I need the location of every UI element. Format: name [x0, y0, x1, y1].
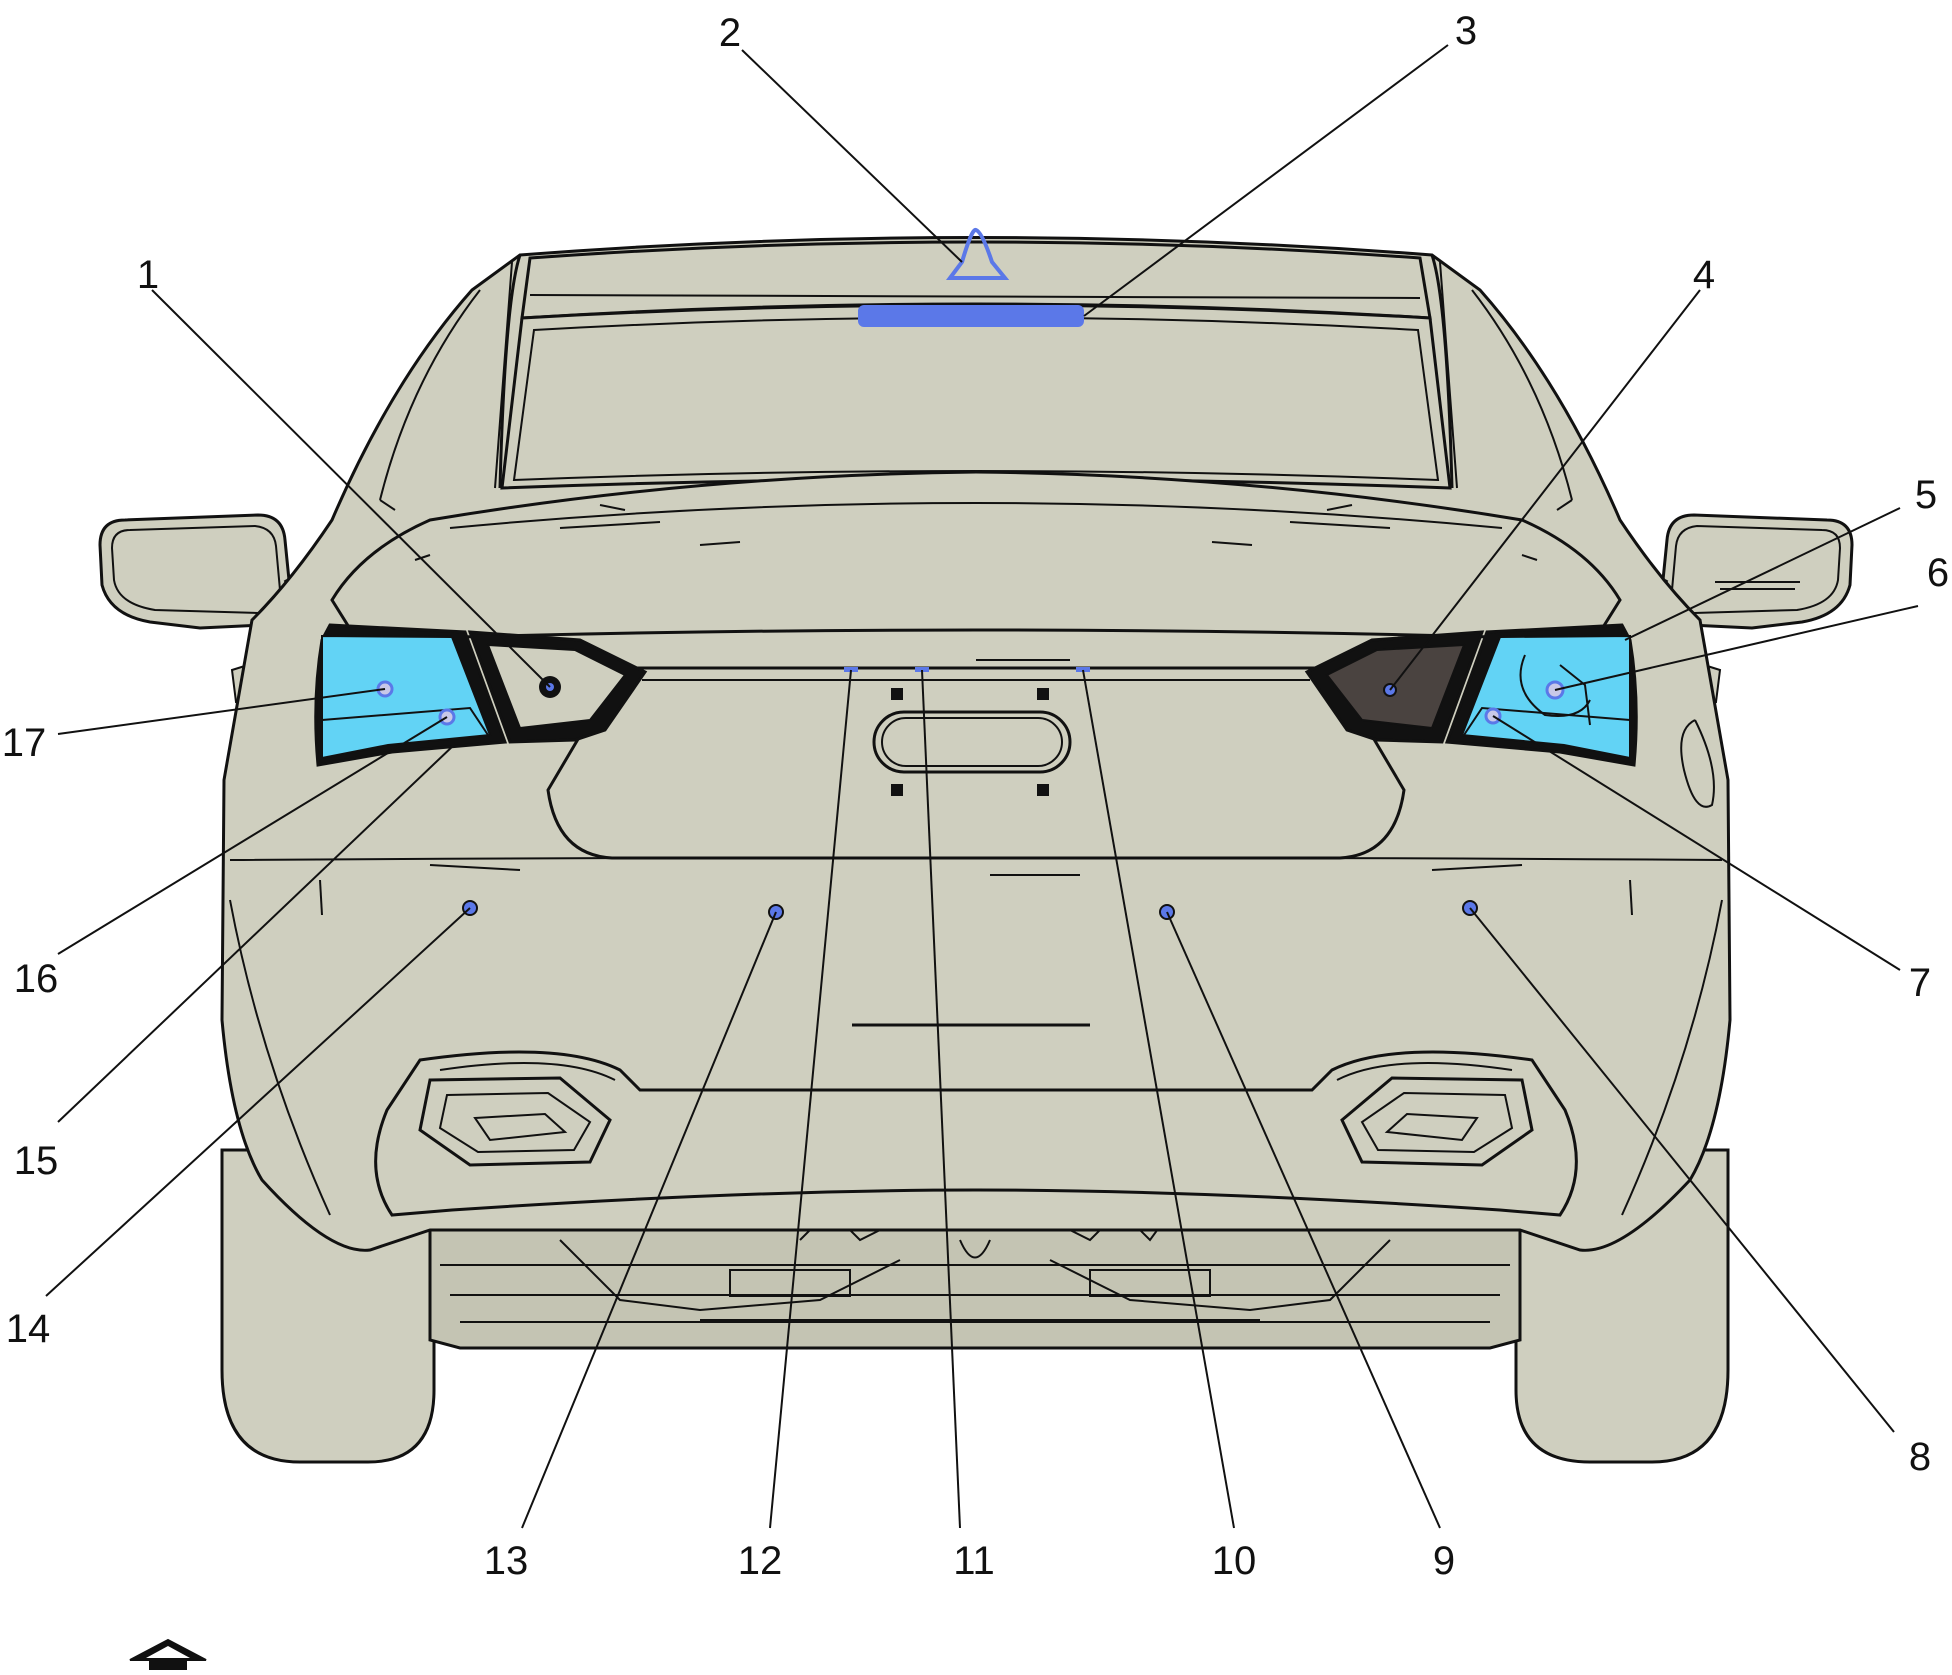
- leader-7: [1492, 715, 1901, 971]
- leader-8: [1469, 907, 1895, 1433]
- component-2-marker: [946, 227, 1010, 280]
- leader-9: [1166, 911, 1441, 1529]
- rear-glass: [500, 303, 1452, 490]
- leader-14: [45, 907, 471, 1297]
- quarter-panel-lines: [229, 499, 1723, 1216]
- tail-lamps: [314, 623, 1638, 767]
- callout-17: 17: [2, 721, 47, 765]
- callout-7: 7: [1909, 961, 1931, 1005]
- license-plate-area: [872, 688, 1072, 796]
- leader-5: [1624, 507, 1901, 641]
- component-3-marker: [858, 305, 1084, 327]
- exhaust-outlets: [418, 1076, 1534, 1167]
- callout-4: 4: [1693, 253, 1715, 297]
- callout-14: 14: [6, 1307, 51, 1351]
- right-exhaust: [1340, 1076, 1534, 1167]
- callout-15: 15: [14, 1139, 59, 1183]
- component-12-marker: [844, 667, 858, 672]
- component-11-marker: [915, 667, 929, 672]
- callout-2: 2: [719, 11, 741, 55]
- leader-17: [57, 688, 386, 735]
- leader-2: [741, 49, 963, 263]
- callout-5: 5: [1915, 473, 1937, 517]
- underbody-frame: [428, 1228, 1522, 1350]
- rear-window: [379, 240, 1573, 501]
- leader-4: [1389, 289, 1701, 691]
- leader-13: [521, 911, 777, 1529]
- callout-12: 12: [738, 1539, 783, 1583]
- left-exhaust: [418, 1076, 612, 1167]
- leader-15: [57, 743, 456, 1123]
- trunk-lid: [330, 470, 1622, 860]
- leader-lines: [45, 44, 1919, 1529]
- callout-11: 11: [953, 1539, 995, 1583]
- leader-12: [769, 669, 852, 1529]
- callout-16: 16: [14, 957, 59, 1001]
- front-arrow-icon: [129, 1638, 207, 1671]
- callout-9: 9: [1433, 1539, 1455, 1583]
- callout-8: 8: [1909, 1435, 1931, 1479]
- callout-3: 3: [1455, 9, 1477, 53]
- leader-6: [1554, 605, 1919, 691]
- leader-3: [1083, 44, 1449, 317]
- callout-6: 6: [1927, 551, 1949, 595]
- component-10-marker: [1076, 667, 1090, 672]
- leader-16: [57, 716, 448, 955]
- leader-11: [921, 669, 961, 1529]
- callout-1: 1: [137, 253, 159, 297]
- highlighted-components: [376, 227, 1565, 920]
- leader-1: [151, 289, 551, 688]
- callout-10: 10: [1212, 1539, 1257, 1583]
- callout-13: 13: [484, 1539, 529, 1583]
- callout-labels: 1 2 3 4 5 6 7 8 9 10 11 12 13 14 15 16 1…: [2, 9, 1949, 1583]
- rear-bumper: [229, 856, 1723, 1217]
- leader-10: [1082, 669, 1235, 1529]
